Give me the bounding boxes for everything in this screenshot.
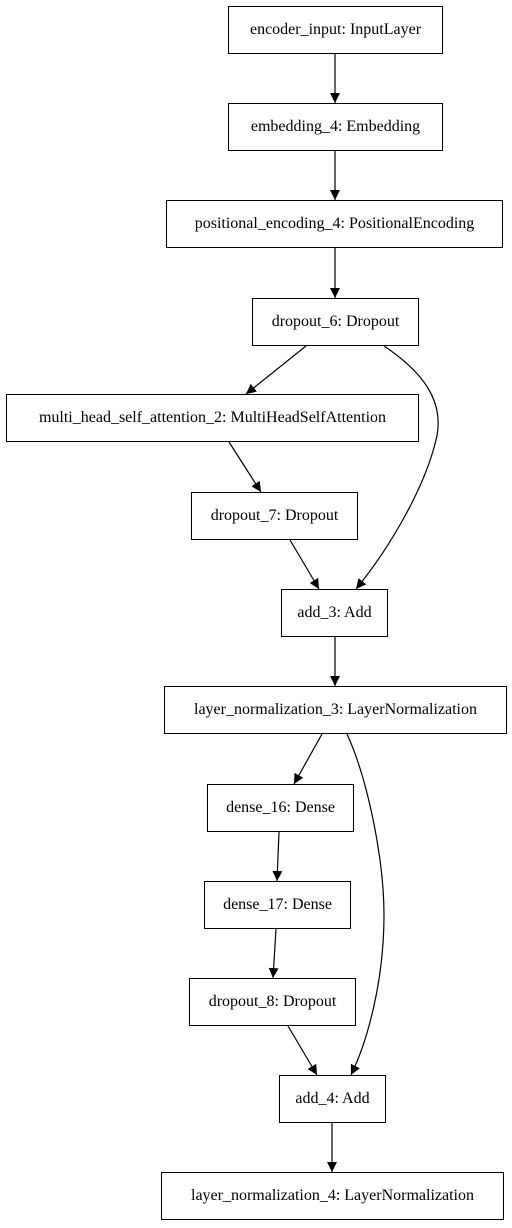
edge-layer-normalization-3-to-dense-16 xyxy=(293,733,323,785)
node-layer-normalization-3: layer_normalization_3: LayerNormalizatio… xyxy=(164,686,507,734)
node-multi-head-self-attention-2: multi_head_self_attention_2: MultiHeadSe… xyxy=(6,394,419,442)
edge-dense-16-to-dense-17 xyxy=(272,831,283,882)
node-positional-encoding-4: positional_encoding_4: PositionalEncodin… xyxy=(166,200,503,248)
node-dense-17: dense_17: Dense xyxy=(204,881,351,929)
node-dropout-7: dropout_7: Dropout xyxy=(191,492,358,540)
edge-dropout-6-to-add-3 xyxy=(355,345,439,590)
node-dropout-8: dropout_8: Dropout xyxy=(189,978,356,1026)
node-dense-16: dense_16: Dense xyxy=(207,784,354,832)
node-add-4: add_4: Add xyxy=(279,1075,386,1123)
edge-dropout-8-to-add-4 xyxy=(287,1025,318,1076)
node-dropout-6: dropout_6: Dropout xyxy=(252,298,419,346)
node-add-3: add_3: Add xyxy=(281,589,388,637)
edge-dropout-7-to-add-3 xyxy=(289,539,320,590)
edge-multi-head-self-attention-2-to-dropout-7 xyxy=(228,441,262,493)
node-encoder-input: encoder_input: InputLayer xyxy=(228,6,443,54)
edge-layer-normalization-3-to-add-4 xyxy=(346,733,385,1076)
node-embedding-4: embedding_4: Embedding xyxy=(228,103,443,151)
node-layer-normalization-4: layer_normalization_4: LayerNormalizatio… xyxy=(161,1172,504,1220)
edge-dense-17-to-dropout-8 xyxy=(268,928,279,979)
edge-dropout-6-to-multi-head-self-attention-2 xyxy=(245,345,307,395)
